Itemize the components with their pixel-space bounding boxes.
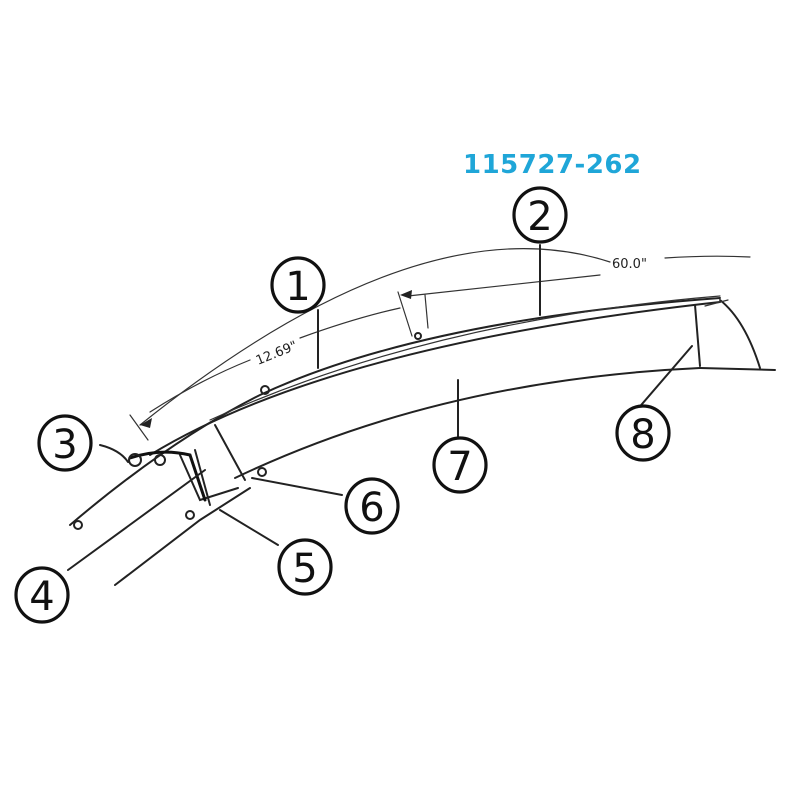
callout-6: 6 (344, 477, 400, 535)
leader-3 (99, 444, 129, 463)
upper-skin-curve (69, 297, 721, 526)
fastener (414, 332, 422, 340)
fastener (260, 385, 270, 395)
fastener (73, 520, 83, 530)
offset-dimension-line-upper (299, 307, 401, 339)
arrowhead (140, 418, 152, 428)
fastener (154, 454, 166, 466)
leader-5 (219, 509, 279, 546)
end-frame-right (719, 299, 761, 369)
fitting-lower (114, 487, 251, 586)
bracket-flange (179, 454, 239, 502)
callout-8: 8 (615, 404, 671, 462)
callout-1: 1 (270, 256, 326, 314)
lower-panel-curve (234, 367, 701, 479)
arc-length-text: 60.0" (612, 257, 647, 272)
lower-panel-curve-ext (699, 367, 776, 371)
leader-6 (251, 477, 343, 496)
arrowhead (400, 290, 412, 299)
arc-length-dimension-line-right (664, 255, 751, 259)
bracket-angle (194, 449, 211, 506)
svg-text:7: 7 (447, 444, 472, 490)
extension-mark (424, 294, 429, 329)
svg-text:4: 4 (29, 574, 54, 620)
svg-text:6: 6 (359, 485, 384, 531)
svg-text:8: 8 (630, 412, 655, 458)
fitting-body (128, 450, 207, 502)
fastener (185, 510, 195, 520)
part-number-label: 115727-262 (463, 150, 642, 180)
svg-text:1: 1 (285, 264, 310, 310)
extension-mark (129, 414, 149, 441)
upper-skin-curve-inner (149, 301, 721, 456)
fastener (128, 453, 142, 467)
offset-text: 12.69" (254, 339, 300, 369)
arc-length-dimension-line (139, 248, 611, 426)
callout-2: 2 (512, 186, 568, 244)
upper-skin-curve-top (209, 295, 721, 421)
svg-text:2: 2 (527, 194, 552, 240)
svg-text:5: 5 (292, 546, 317, 592)
callout-4: 4 (14, 566, 70, 624)
dimension-leader (407, 274, 601, 297)
offset-dimension-line (149, 359, 251, 413)
extension-mark (397, 291, 413, 337)
callout-3: 3 (37, 414, 93, 472)
bracket-web (214, 424, 246, 481)
end-frame-inner (704, 299, 729, 307)
callout-7: 7 (432, 436, 488, 494)
leader-4 (67, 469, 206, 571)
svg-text:3: 3 (52, 422, 77, 468)
end-frame (694, 304, 701, 367)
fastener (257, 467, 267, 477)
callout-5: 5 (277, 538, 333, 596)
